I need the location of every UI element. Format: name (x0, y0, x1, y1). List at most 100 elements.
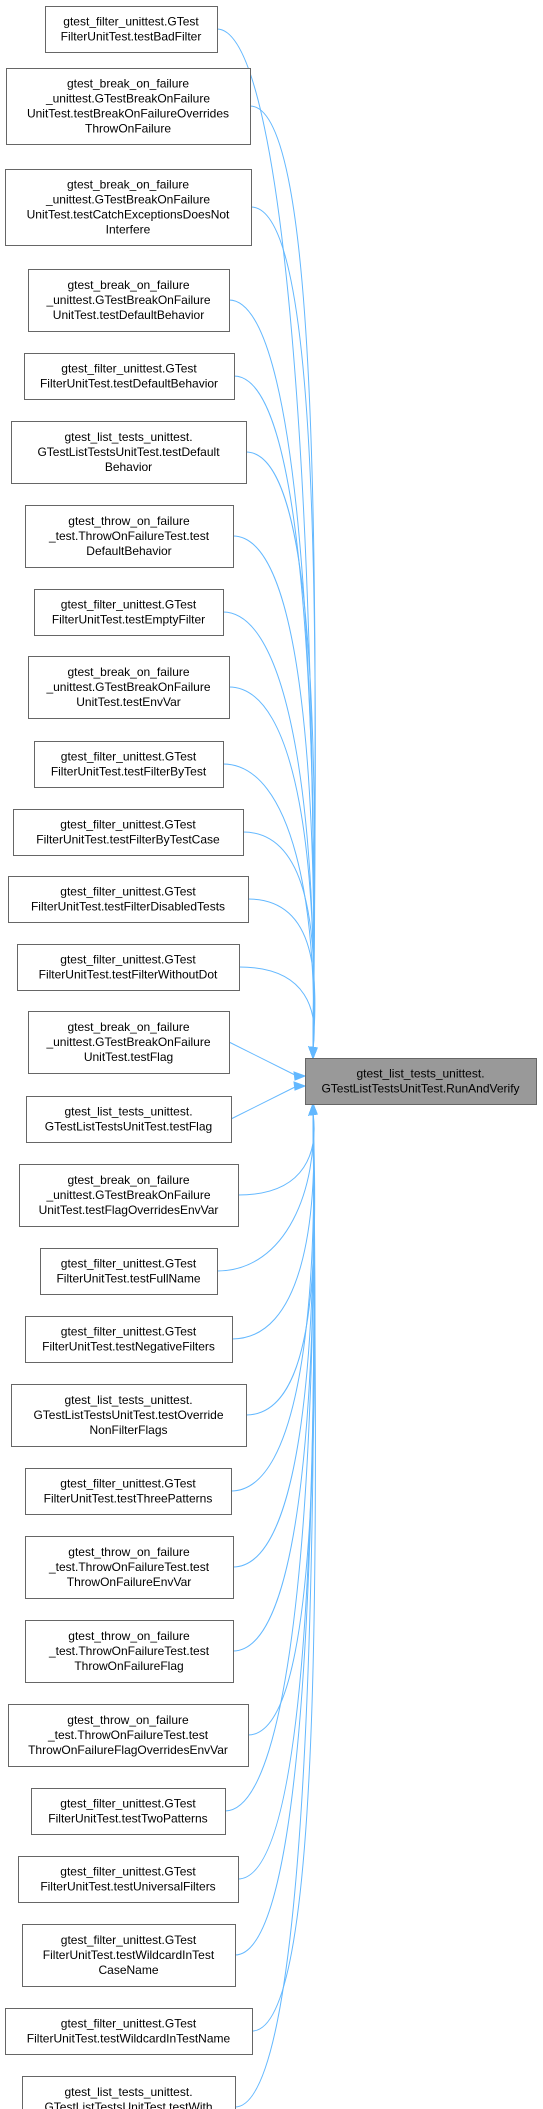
node-source-2-line: _unittest.GTestBreakOnFailure (45, 193, 210, 207)
node-source-27[interactable]: gtest_list_tests_unittest.GTestListTests… (22, 2076, 236, 2109)
node-source-20-line: ThrowOnFailureEnvVar (67, 1575, 192, 1589)
edge-6 (232, 535, 315, 1050)
node-source-21-line: gtest_throw_on_failure (68, 1629, 190, 1643)
node-source-10-line: gtest_filter_unittest.GTest (60, 818, 196, 832)
node-source-2-line: gtest_break_on_failure (67, 178, 189, 192)
node-source-6[interactable]: gtest_throw_on_failure_test.ThrowOnFailu… (25, 505, 234, 568)
node-source-27-line: GTestListTestsUnitTest.testWith (44, 2100, 212, 2109)
node-source-14[interactable]: gtest_list_tests_unittest.GTestListTests… (26, 1096, 232, 1143)
node-source-21[interactable]: gtest_throw_on_failure_test.ThrowOnFailu… (25, 1620, 234, 1683)
node-source-0-box (45, 6, 218, 53)
node-source-13-box (28, 1011, 230, 1074)
node-source-13-line: gtest_break_on_failure (67, 1020, 189, 1034)
node-source-11-line: FilterUnitTest.testFilterDisabledTests (31, 900, 225, 914)
node-source-15-line: _unittest.GTestBreakOnFailure (45, 1188, 210, 1202)
node-source-8[interactable]: gtest_break_on_failure_unittest.GTestBre… (28, 656, 230, 719)
node-source-19[interactable]: gtest_filter_unittest.GTestFilterUnitTes… (25, 1468, 232, 1515)
node-source-15[interactable]: gtest_break_on_failure_unittest.GTestBre… (19, 1164, 239, 1227)
node-source-25[interactable]: gtest_filter_unittest.GTestFilterUnitTes… (22, 1924, 236, 1987)
node-source-11-line: gtest_filter_unittest.GTest (60, 885, 196, 899)
node-source-2[interactable]: gtest_break_on_failure_unittest.GTestBre… (5, 169, 252, 246)
node-source-12-line: FilterUnitTest.testFilterWithoutDot (39, 968, 218, 982)
node-source-7[interactable]: gtest_filter_unittest.GTestFilterUnitTes… (34, 589, 224, 636)
edge-20 (232, 1112, 315, 1568)
node-source-18[interactable]: gtest_list_tests_unittest.GTestListTests… (11, 1384, 247, 1447)
node-source-18-line: GTestListTestsUnitTest.testOverride (33, 1408, 223, 1422)
node-source-16[interactable]: gtest_filter_unittest.GTestFilterUnitTes… (40, 1248, 218, 1295)
node-source-8-line: _unittest.GTestBreakOnFailure (45, 680, 210, 694)
node-source-12-box (17, 944, 240, 991)
node-source-15-box (19, 1164, 239, 1227)
node-source-24-line: gtest_filter_unittest.GTest (60, 1865, 196, 1879)
edge-26 (251, 1112, 316, 2032)
node-target-run-and-verify[interactable]: gtest_list_tests_unittest.GTestListTests… (305, 1058, 537, 1105)
node-source-17-line: FilterUnitTest.testNegativeFilters (42, 1340, 215, 1354)
node-source-1-line: ThrowOnFailure (85, 122, 171, 136)
edge-5 (245, 451, 316, 1050)
node-source-3-line: _unittest.GTestBreakOnFailure (45, 293, 210, 307)
node-source-14-box (26, 1096, 232, 1143)
node-source-11[interactable]: gtest_filter_unittest.GTestFilterUnitTes… (8, 876, 249, 923)
node-source-13-line: UnitTest.testFlag (84, 1050, 173, 1064)
node-source-20[interactable]: gtest_throw_on_failure_test.ThrowOnFailu… (25, 1536, 234, 1599)
node-source-7-line: gtest_filter_unittest.GTest (61, 598, 197, 612)
node-source-7-box (34, 589, 224, 636)
edges-layer (216, 28, 318, 2108)
node-source-10[interactable]: gtest_filter_unittest.GTestFilterUnitTes… (13, 809, 244, 856)
node-source-9[interactable]: gtest_filter_unittest.GTestFilterUnitTes… (34, 741, 224, 788)
node-source-26-line: gtest_filter_unittest.GTest (61, 2017, 197, 2031)
node-source-5-line: Behavior (105, 460, 152, 474)
edge-27 (234, 1112, 315, 2108)
node-source-22-line: ThrowOnFailureFlagOverridesEnvVar (28, 1743, 228, 1757)
node-source-2-box (5, 169, 252, 246)
node-source-21-line: _test.ThrowOnFailureTest.test (48, 1644, 210, 1658)
node-source-6-line: DefaultBehavior (86, 544, 171, 558)
node-source-13[interactable]: gtest_break_on_failure_unittest.GTestBre… (28, 1011, 230, 1074)
node-source-9-line: FilterUnitTest.testFilterByTest (51, 765, 207, 779)
node-source-4-box (24, 353, 235, 400)
node-source-3-line: UnitTest.testDefaultBehavior (53, 308, 204, 322)
edge-8 (228, 686, 315, 1050)
node-source-18-line: NonFilterFlags (89, 1423, 167, 1437)
node-source-5[interactable]: gtest_list_tests_unittest.GTestListTests… (11, 421, 247, 484)
edge-3 (228, 299, 315, 1050)
node-source-18-box (11, 1384, 247, 1447)
node-source-10-box (13, 809, 244, 856)
node-source-19-box (25, 1468, 232, 1515)
node-source-3[interactable]: gtest_break_on_failure_unittest.GTestBre… (28, 269, 230, 332)
node-source-12[interactable]: gtest_filter_unittest.GTestFilterUnitTes… (17, 944, 240, 991)
node-source-24[interactable]: gtest_filter_unittest.GTestFilterUnitTes… (18, 1856, 239, 1903)
edge-23 (224, 1112, 315, 1812)
node-source-22[interactable]: gtest_throw_on_failure_test.ThrowOnFailu… (8, 1704, 249, 1767)
node-source-14-line: gtest_list_tests_unittest. (64, 1105, 192, 1119)
node-source-11-box (8, 876, 249, 923)
node-source-14-line: GTestListTestsUnitTest.testFlag (45, 1120, 212, 1134)
node-source-15-line: gtest_break_on_failure (67, 1173, 189, 1187)
node-source-17-box (25, 1316, 233, 1363)
node-source-26[interactable]: gtest_filter_unittest.GTestFilterUnitTes… (5, 2008, 253, 2055)
node-source-8-line: gtest_break_on_failure (67, 665, 189, 679)
node-source-22-line: gtest_throw_on_failure (67, 1713, 189, 1727)
node-source-23-box (31, 1788, 226, 1835)
node-source-10-line: FilterUnitTest.testFilterByTestCase (36, 833, 220, 847)
node-source-22-box (8, 1704, 249, 1767)
node-source-4[interactable]: gtest_filter_unittest.GTestFilterUnitTes… (24, 353, 235, 400)
node-source-8-box (28, 656, 230, 719)
node-source-27-line: gtest_list_tests_unittest. (64, 2085, 192, 2099)
node-source-2-line: Interfere (106, 223, 151, 237)
node-source-23[interactable]: gtest_filter_unittest.GTestFilterUnitTes… (31, 1788, 226, 1835)
node-source-1[interactable]: gtest_break_on_failure_unittest.GTestBre… (6, 68, 251, 145)
node-source-0[interactable]: gtest_filter_unittest.GTestFilterUnitTes… (45, 6, 218, 53)
node-source-20-box (25, 1536, 234, 1599)
node-target-run-and-verify-line: gtest_list_tests_unittest. (356, 1067, 484, 1081)
node-source-4-line: FilterUnitTest.testDefaultBehavior (40, 377, 218, 391)
node-source-16-box (40, 1248, 218, 1295)
node-source-23-line: gtest_filter_unittest.GTest (60, 1797, 196, 1811)
node-source-26-line: FilterUnitTest.testWildcardInTestName (27, 2032, 231, 2046)
node-source-24-line: FilterUnitTest.testUniversalFilters (40, 1880, 215, 1894)
node-source-20-line: _test.ThrowOnFailureTest.test (48, 1560, 210, 1574)
node-source-19-line: FilterUnitTest.testThreePatterns (44, 1492, 213, 1506)
node-source-25-box (22, 1924, 236, 1987)
node-source-17[interactable]: gtest_filter_unittest.GTestFilterUnitTes… (25, 1316, 233, 1363)
